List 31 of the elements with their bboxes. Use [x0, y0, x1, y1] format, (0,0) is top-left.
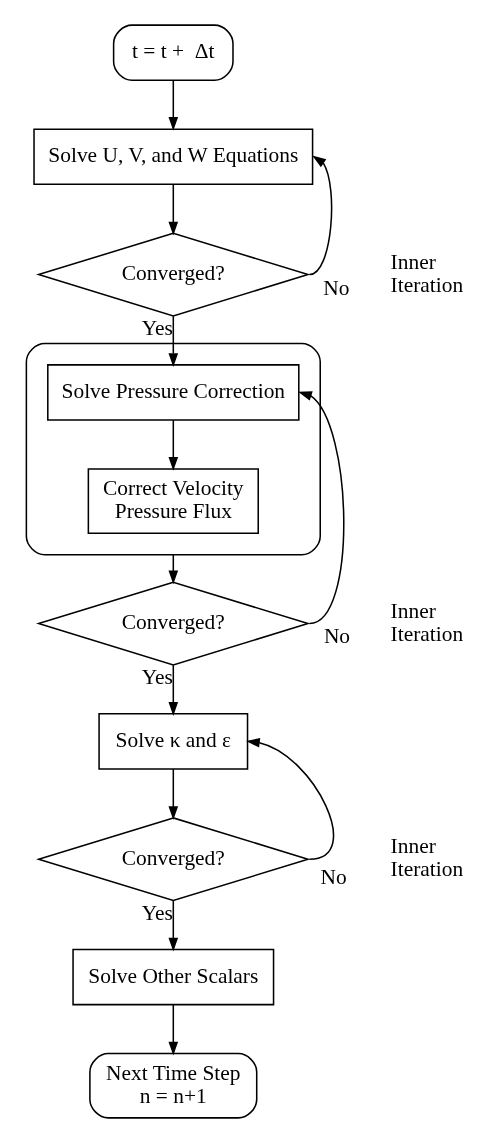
node-diamond: Converged?	[36, 816, 311, 901]
node-box: t = t + Δt	[112, 23, 234, 81]
arrow	[308, 154, 333, 275]
edge-label: No	[320, 864, 347, 889]
node-box: Solve Pressure Correction	[47, 363, 300, 421]
node-diamond: Converged?	[36, 231, 311, 317]
edge-label: Yes	[141, 315, 173, 340]
edge-label: No	[323, 623, 351, 648]
edge-label: No	[323, 275, 350, 300]
node-box: Solve Other Scalars	[72, 948, 275, 1005]
label: Inner Iteration	[390, 249, 464, 297]
node-box: Solve κ and ε	[98, 712, 249, 770]
node-box: Correct Velocity Pressure Flux	[87, 467, 259, 534]
arrow	[168, 183, 179, 235]
arrow	[168, 663, 179, 716]
label: Inner Iteration	[390, 833, 464, 881]
cluster	[25, 342, 321, 555]
arrow	[246, 737, 335, 860]
arrow	[168, 418, 179, 471]
node-box: Solve U, V, and W Equations	[33, 127, 314, 185]
arrow	[168, 1003, 179, 1055]
node-box: Next Time Step n = n+1	[89, 1052, 258, 1119]
edge-label: Yes	[141, 900, 173, 925]
arrow	[168, 899, 179, 952]
label: Inner Iteration	[390, 598, 464, 646]
arrow	[298, 390, 345, 624]
edge-label: Yes	[141, 664, 173, 689]
arrow	[168, 767, 179, 820]
node-diamond: Converged?	[36, 580, 311, 666]
arrow	[168, 315, 179, 367]
arrow	[168, 79, 179, 131]
